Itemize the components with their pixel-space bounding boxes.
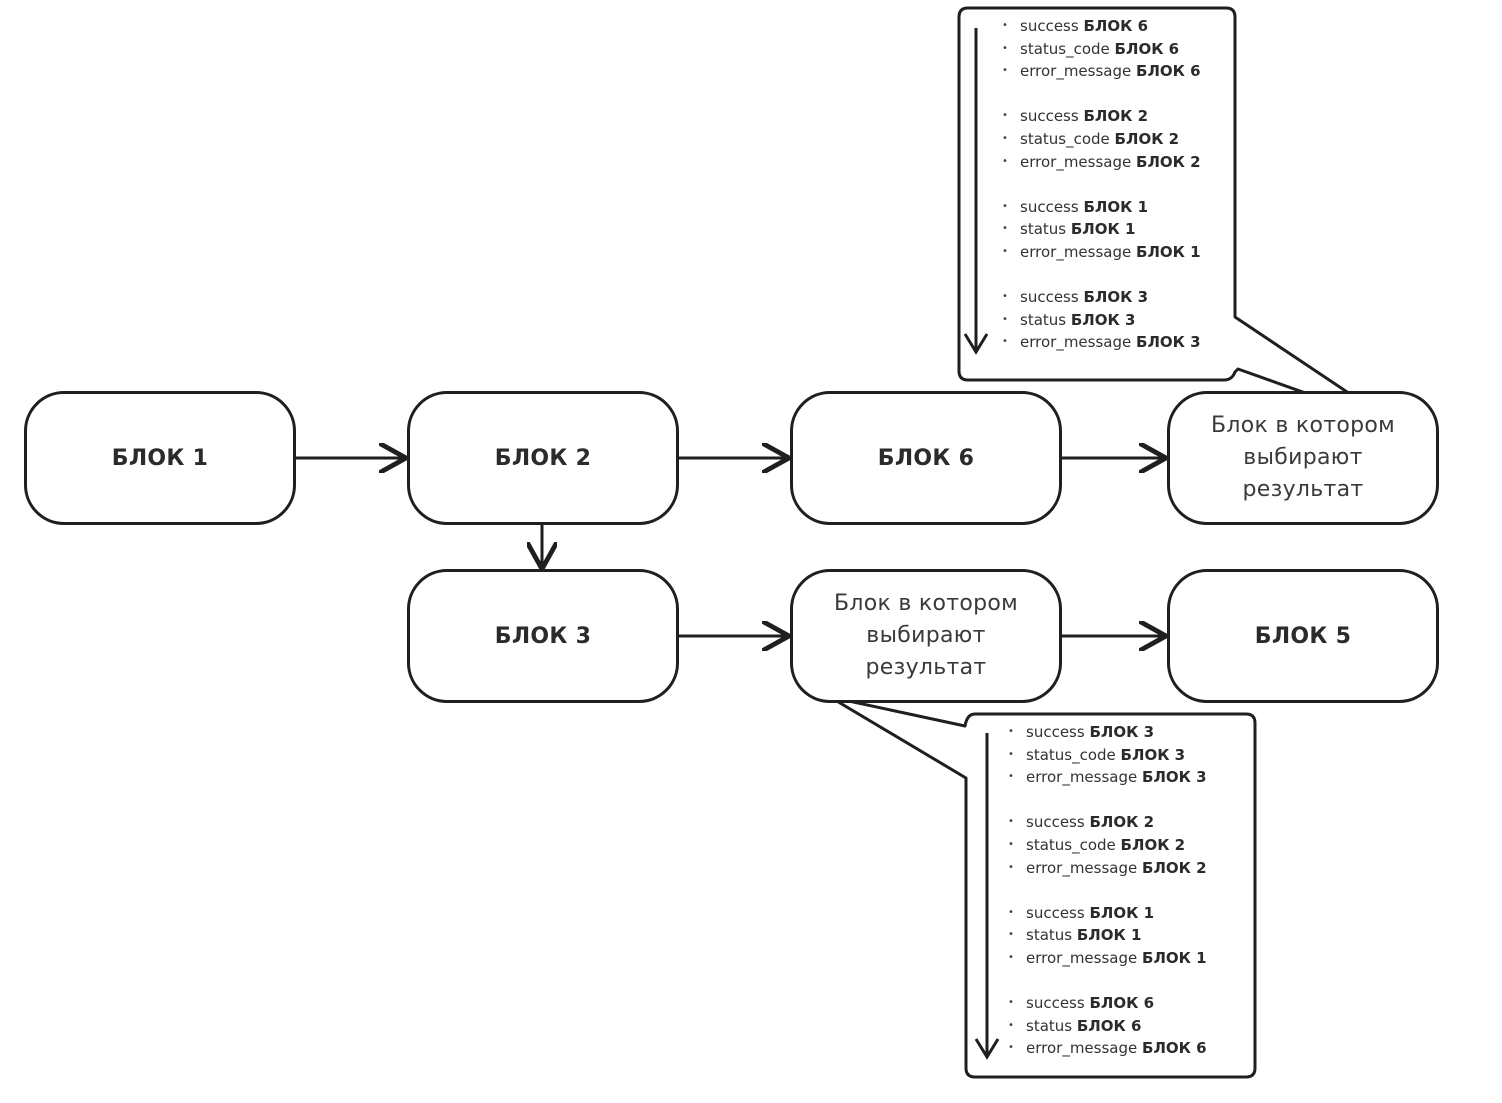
callout-list-item: status БЛОК 1 [1002,218,1201,241]
callout-item-block: БЛОК 6 [1114,39,1180,58]
callout-list-item: status БЛОК 3 [1002,309,1201,332]
callout-item-key: status [1020,220,1067,239]
callout-item-key: error_message [1026,768,1138,787]
node-block-6-label: БЛОК 6 [877,445,975,471]
callout-item-block: БЛОК 2 [1083,107,1149,126]
callout-list-item: status_code БЛОК 2 [1002,128,1201,151]
callout-item-key: error_message [1026,1039,1138,1058]
callout-item-key: status [1026,1016,1073,1035]
callout-list-item: status_code БЛОК 6 [1002,38,1201,61]
callout-item-block: БЛОК 1 [1089,903,1155,922]
callout-item-key: error_message [1026,858,1138,877]
callout-item-block: БЛОК 6 [1089,994,1155,1013]
callout-list-item: status БЛОК 1 [1008,924,1207,947]
callout-list-item: success БЛОК 2 [1008,811,1207,834]
callout-item-key: status [1020,310,1067,329]
callout-item-block: БЛОК 1 [1076,926,1142,945]
node-block-2: БЛОК 2 [407,391,679,525]
node-select-result-bottom-label: Блок в котором выбирают результат [833,591,1019,680]
callout-item-block: БЛОК 6 [1076,1016,1142,1035]
callout-item-block: БЛОК 3 [1070,310,1136,329]
callout-top-list: success БЛОК 6status_code БЛОК 6error_me… [1002,15,1201,354]
callout-list-item: error_message БЛОК 1 [1002,241,1201,264]
callout-list-item: success БЛОК 6 [1008,992,1207,1015]
callout-item-block: БЛОК 2 [1136,152,1201,171]
callout-list-item: success БЛОК 1 [1008,902,1207,925]
callout-list-item: success БЛОК 3 [1002,286,1201,309]
callout-item-key: error_message [1020,242,1132,261]
callout-item-block: БЛОК 3 [1142,768,1207,787]
callout-list-item: success БЛОК 3 [1008,721,1207,744]
callout-list-item: success БЛОК 2 [1002,105,1201,128]
callout-item-key: status_code [1020,39,1110,58]
node-block-5-label: БЛОК 5 [1254,623,1352,649]
callout-bottom [828,695,1257,1079]
callout-item-key: status [1026,926,1073,945]
callout-item-key: success [1020,197,1079,216]
callout-item-block: БЛОК 6 [1083,17,1149,35]
node-select-result-bottom: Блок в котором выбирают результат [790,569,1062,703]
node-select-result-top: Блок в котором выбирают результат [1167,391,1439,525]
callout-item-block: БЛОК 3 [1083,288,1149,307]
callout-item-key: error_message [1020,152,1132,171]
callout-item-block: БЛОК 2 [1120,835,1186,854]
callout-item-block: БЛОК 1 [1083,197,1149,216]
node-block-1-label: БЛОК 1 [111,445,209,471]
callout-item-key: success [1020,107,1079,126]
callout-item-block: БЛОК 3 [1120,745,1186,764]
node-select-result-top-label: Блок в котором выбирают результат [1210,413,1396,502]
callout-item-block: БЛОК 6 [1136,62,1201,81]
callout-item-key: error_message [1020,62,1132,81]
callout-item-block: БЛОК 2 [1142,858,1207,877]
callout-bottom-order-arrowhead [974,1038,1000,1060]
callout-item-block: БЛОК 1 [1142,948,1207,967]
callout-list-item: success БЛОК 6 [1002,15,1201,38]
callout-list-item: status_code БЛОК 2 [1008,834,1207,857]
node-block-3: БЛОК 3 [407,569,679,703]
callout-list-item: status БЛОК 6 [1008,1015,1207,1038]
callout-item-block: БЛОК 1 [1070,220,1136,239]
callout-item-key: status_code [1026,835,1116,854]
callout-item-block: БЛОК 2 [1089,813,1155,832]
callout-item-key: error_message [1026,948,1138,967]
callout-item-block: БЛОК 3 [1136,333,1201,352]
callout-item-key: status_code [1020,129,1110,148]
callout-item-key: success [1026,723,1085,741]
callout-item-key: success [1026,994,1085,1013]
callout-list-item: error_message БЛОК 2 [1002,151,1201,174]
callout-item-key: success [1020,288,1079,307]
callout-item-key: status_code [1026,745,1116,764]
callout-list-item: error_message БЛОК 3 [1002,331,1201,354]
callout-list-item: error_message БЛОК 1 [1008,947,1207,970]
callout-item-block: БЛОК 3 [1089,723,1155,741]
callout-list-item: error_message БЛОК 3 [1008,766,1207,789]
node-block-6: БЛОК 6 [790,391,1062,525]
callout-item-key: success [1020,17,1079,35]
node-block-2-label: БЛОК 2 [494,445,592,471]
callout-item-block: БЛОК 2 [1114,129,1180,148]
callout-item-block: БЛОК 6 [1142,1039,1207,1058]
callout-list-item: status_code БЛОК 3 [1008,744,1207,767]
callout-bottom-list: success БЛОК 3status_code БЛОК 3error_me… [1008,721,1207,1060]
callout-list-item: error_message БЛОК 6 [1008,1037,1207,1060]
callout-item-key: error_message [1020,333,1132,352]
node-block-5: БЛОК 5 [1167,569,1439,703]
node-block-3-label: БЛОК 3 [494,623,592,649]
callout-top-order-arrowhead [963,333,989,355]
node-block-1: БЛОК 1 [24,391,296,525]
callout-item-key: success [1026,903,1085,922]
callout-item-key: success [1026,813,1085,832]
callout-list-item: error_message БЛОК 6 [1002,60,1201,83]
callout-item-block: БЛОК 1 [1136,242,1201,261]
callout-list-item: error_message БЛОК 2 [1008,857,1207,880]
callout-list-item: success БЛОК 1 [1002,196,1201,219]
